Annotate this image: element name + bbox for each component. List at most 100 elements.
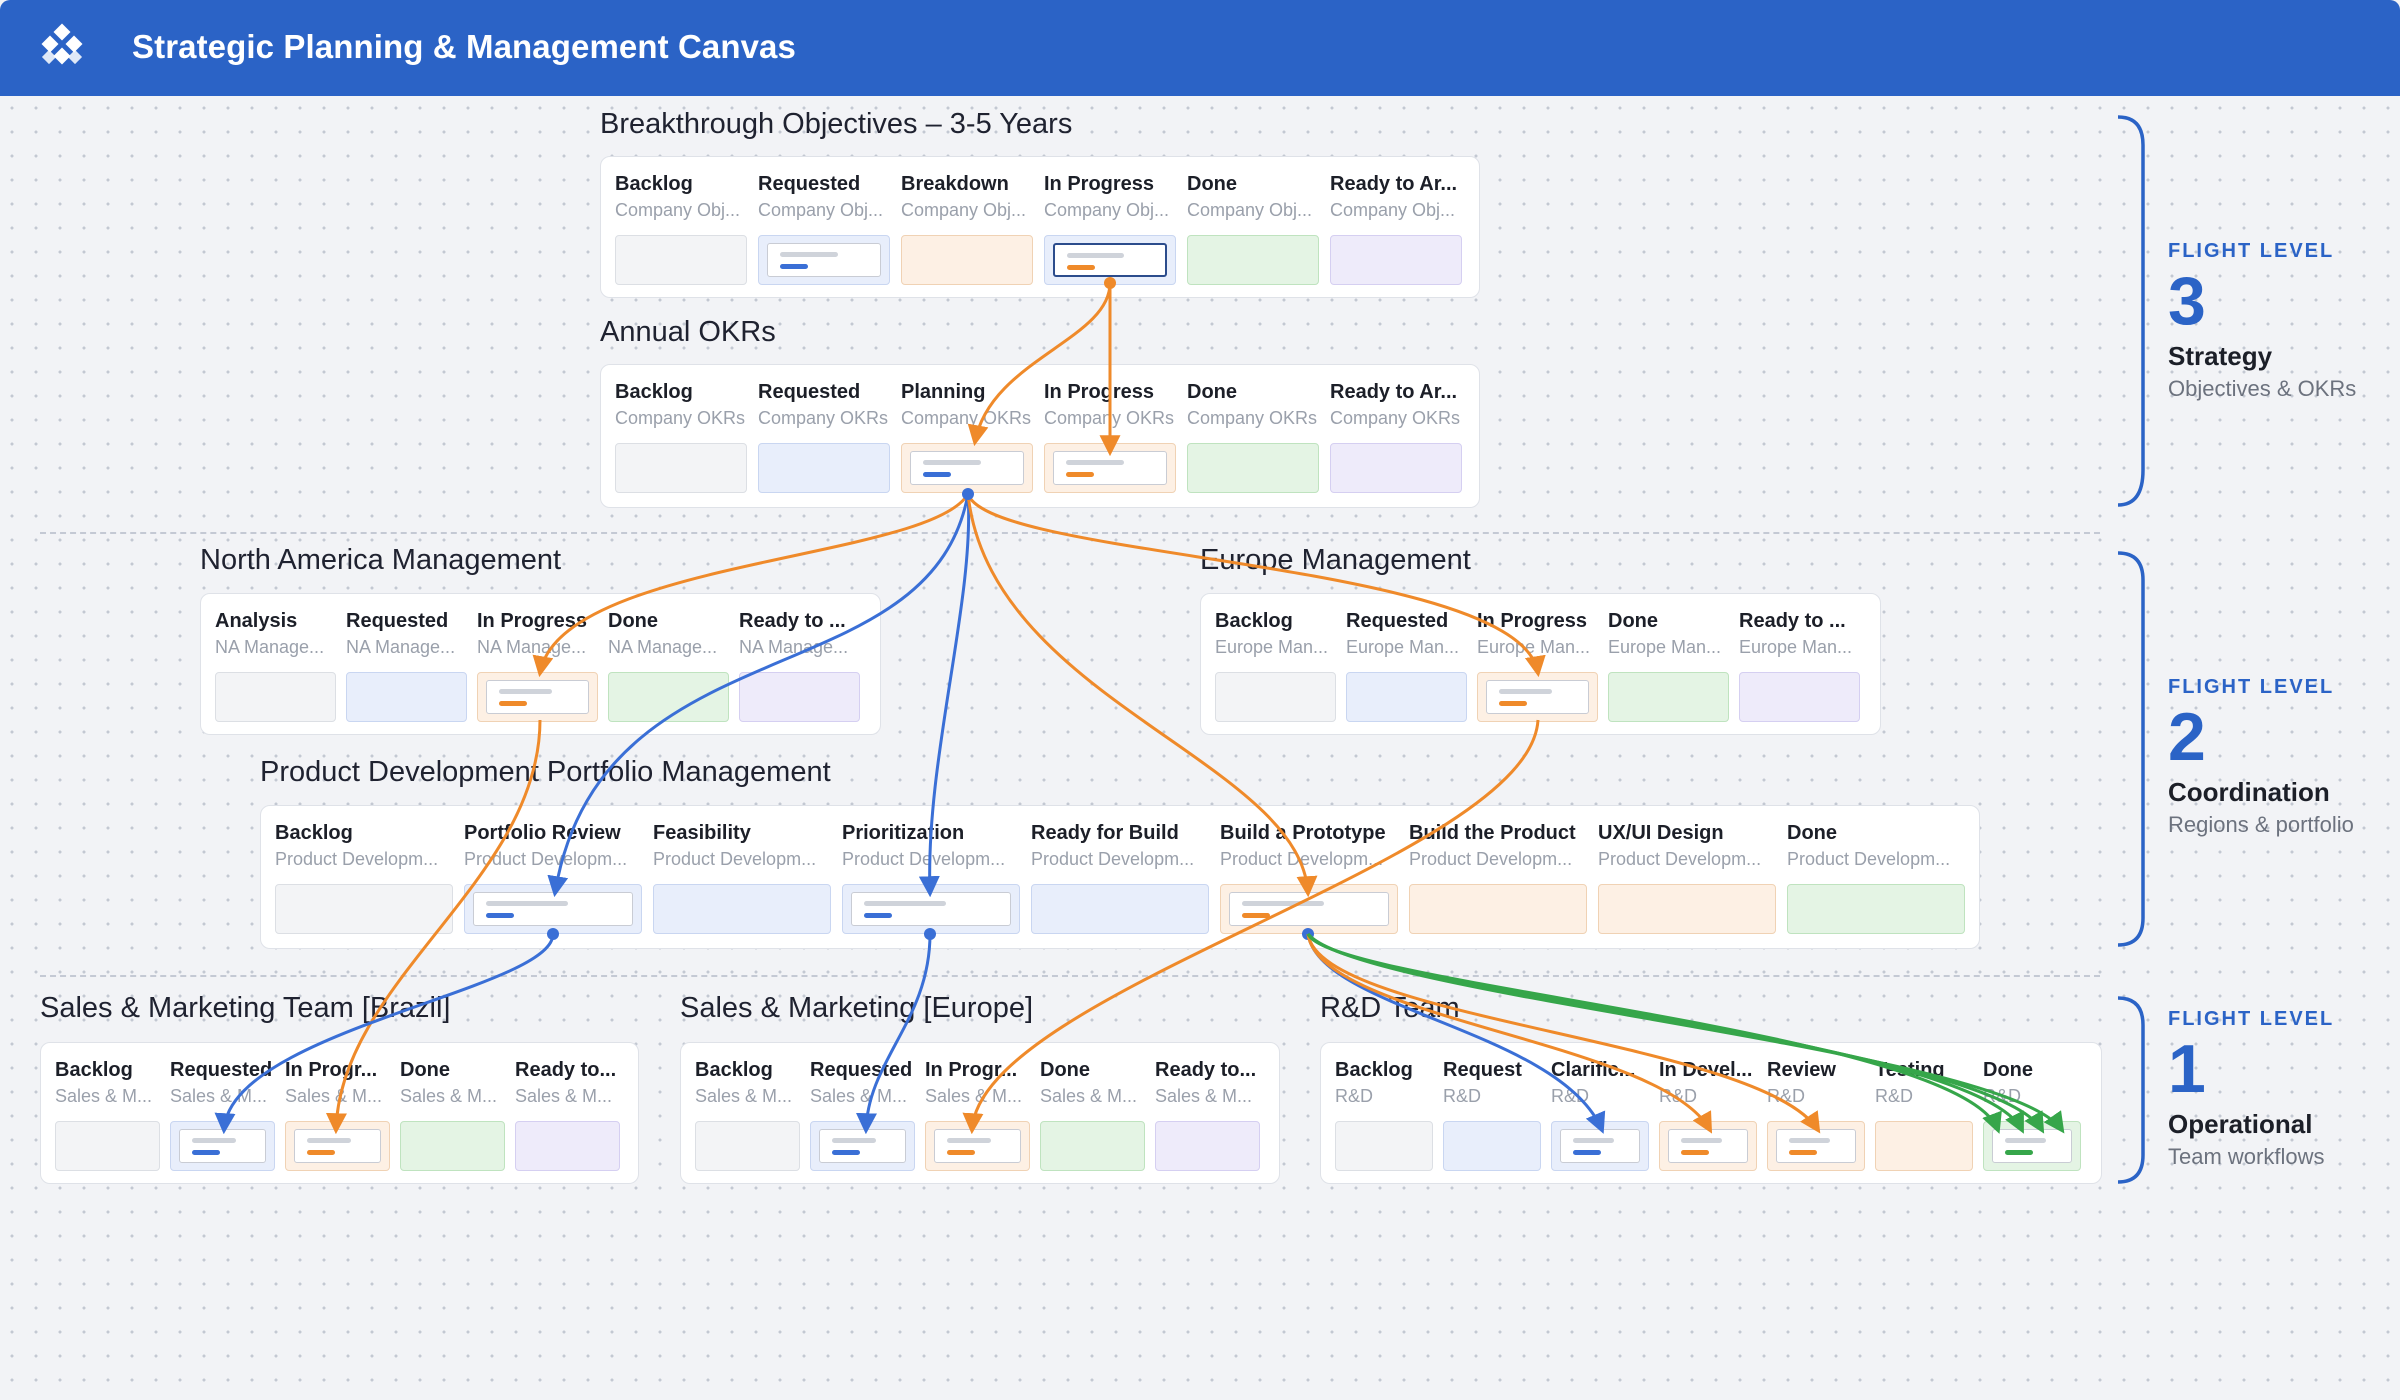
column-drop-zone[interactable]	[400, 1121, 505, 1171]
column-drop-zone[interactable]	[901, 235, 1033, 285]
column-drop-zone[interactable]	[1031, 884, 1209, 934]
work-item-card[interactable]	[934, 1129, 1021, 1163]
column-drop-zone[interactable]	[1409, 884, 1587, 934]
column-drop-zone[interactable]	[1608, 672, 1729, 722]
board-title-rd-team[interactable]: R&D Team	[1320, 992, 1460, 1024]
board-title-europe-management[interactable]: Europe Management	[1200, 544, 1471, 576]
column-drop-zone[interactable]	[1044, 235, 1176, 285]
column-drop-zone[interactable]	[1044, 443, 1176, 493]
column-drop-zone[interactable]	[1220, 884, 1398, 934]
work-item-card[interactable]	[1560, 1129, 1640, 1163]
column-drop-zone[interactable]	[653, 884, 831, 934]
column-drop-zone[interactable]	[55, 1121, 160, 1171]
column-drop-zone[interactable]	[1040, 1121, 1145, 1171]
work-item-card[interactable]	[294, 1129, 381, 1163]
column-drop-zone[interactable]	[515, 1121, 620, 1171]
column-in-progr[interactable]: In Progr...Sales & M...	[925, 1059, 1032, 1107]
column-drop-zone[interactable]	[215, 672, 336, 722]
column-ready-to-ar[interactable]: Ready to Ar...Company OKRs	[1330, 381, 1465, 429]
column-drop-zone[interactable]	[901, 443, 1033, 493]
column-drop-zone[interactable]	[1983, 1121, 2081, 1171]
column-drop-zone[interactable]	[842, 884, 1020, 934]
work-item-card[interactable]	[1053, 243, 1167, 277]
work-item-card[interactable]	[1992, 1129, 2072, 1163]
column-drop-zone[interactable]	[608, 672, 729, 722]
column-drop-zone[interactable]	[1477, 672, 1598, 722]
column-ready-to[interactable]: Ready to...Sales & M...	[1155, 1059, 1262, 1107]
board-title-north-america-management[interactable]: North America Management	[200, 544, 562, 576]
column-ready-to-ar[interactable]: Ready to Ar...Company Obj...	[1330, 173, 1465, 221]
work-item-card[interactable]	[910, 451, 1024, 485]
column-drop-zone[interactable]	[615, 443, 747, 493]
column-drop-zone[interactable]	[1551, 1121, 1649, 1171]
column-drop-zone[interactable]	[1875, 1121, 1973, 1171]
column-in-progr[interactable]: In Progr...Sales & M...	[285, 1059, 392, 1107]
column-drop-zone[interactable]	[1215, 672, 1336, 722]
column-drop-zone[interactable]	[170, 1121, 275, 1171]
column-drop-zone[interactable]	[1155, 1121, 1260, 1171]
work-item-card[interactable]	[1776, 1129, 1856, 1163]
column-drop-zone[interactable]	[1346, 672, 1467, 722]
work-item-card[interactable]	[473, 892, 633, 926]
work-item-card[interactable]	[1053, 451, 1167, 485]
work-item-card[interactable]	[1229, 892, 1389, 926]
column-drop-zone[interactable]	[758, 235, 890, 285]
diamond-grid-logo-icon[interactable]	[36, 22, 88, 74]
board-title-product-development-portfolio[interactable]: Product Development Portfolio Management	[260, 756, 831, 788]
work-item-card[interactable]	[851, 892, 1011, 926]
column-drop-zone[interactable]	[1330, 443, 1462, 493]
column-drop-zone[interactable]	[1443, 1121, 1541, 1171]
column-drop-zone[interactable]	[758, 443, 890, 493]
column-in-devel[interactable]: In Devel...R&D	[1659, 1059, 1759, 1107]
work-item-card[interactable]	[1668, 1129, 1748, 1163]
work-item-card[interactable]	[819, 1129, 906, 1163]
work-item-card[interactable]	[486, 680, 589, 714]
column-clarific[interactable]: Clarific...R&D	[1551, 1059, 1651, 1107]
column-drop-zone[interactable]	[1787, 884, 1965, 934]
column-drop-zone[interactable]	[1739, 672, 1860, 722]
board-title-breakthrough-objectives[interactable]: Breakthrough Objectives – 3-5 Years	[600, 108, 1073, 140]
column-ready-to[interactable]: Ready to ...NA Manage...	[739, 610, 862, 658]
board-title-annual-okrs[interactable]: Annual OKRs	[600, 316, 776, 348]
work-item-card[interactable]	[767, 243, 881, 277]
